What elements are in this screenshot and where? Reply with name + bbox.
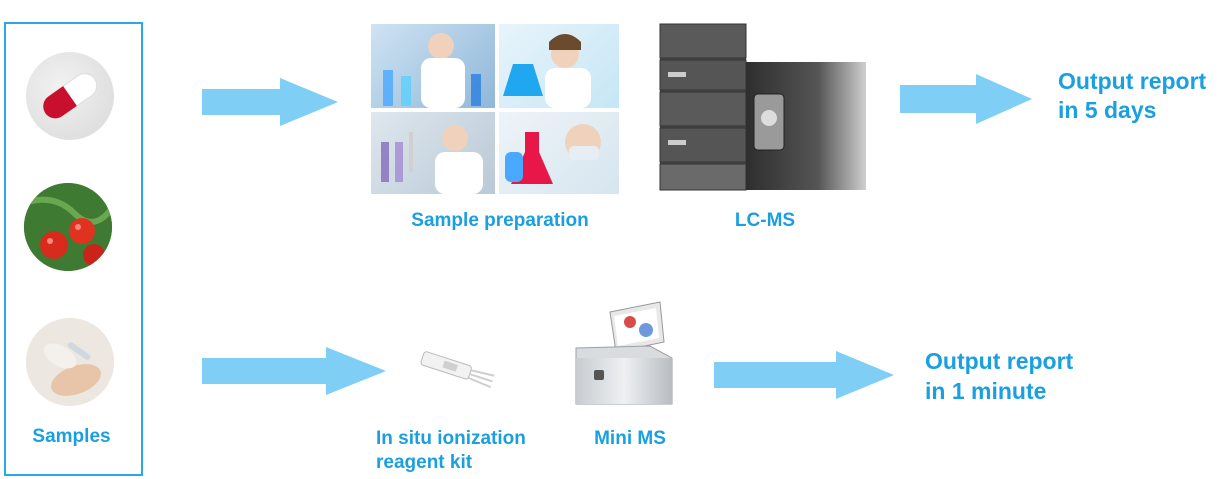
arrow-right-icon [202,78,338,126]
bottom-output-line2: in 1 minute [925,378,1047,404]
hands-icon [26,318,114,406]
arrow-right-icon [900,74,1032,124]
bottom-output-line1: Output report [925,348,1074,374]
reagent-kit-label-line2: reagent kit [376,452,473,473]
mini-ms-label: Mini MS [594,428,666,449]
arrow-right-icon [202,347,386,395]
sample-prep-label: Sample preparation [411,210,589,231]
capsule-icon [26,52,114,140]
top-output-line1: Output report [1058,68,1207,94]
lcms-instrument-icon [658,22,868,194]
reagent-kit-icon [416,350,498,392]
lab-photo-collage [371,24,619,194]
lcms-label: LC-MS [734,210,796,231]
samples-column [4,22,143,476]
samples-label: Samples [32,426,111,447]
reagent-kit-label-line1: In situ ionization [376,428,526,449]
tomato-icon [24,183,112,271]
arrow-right-icon [714,351,894,399]
top-output-line2: in 5 days [1058,97,1157,123]
mini-ms-device-icon [568,300,680,410]
